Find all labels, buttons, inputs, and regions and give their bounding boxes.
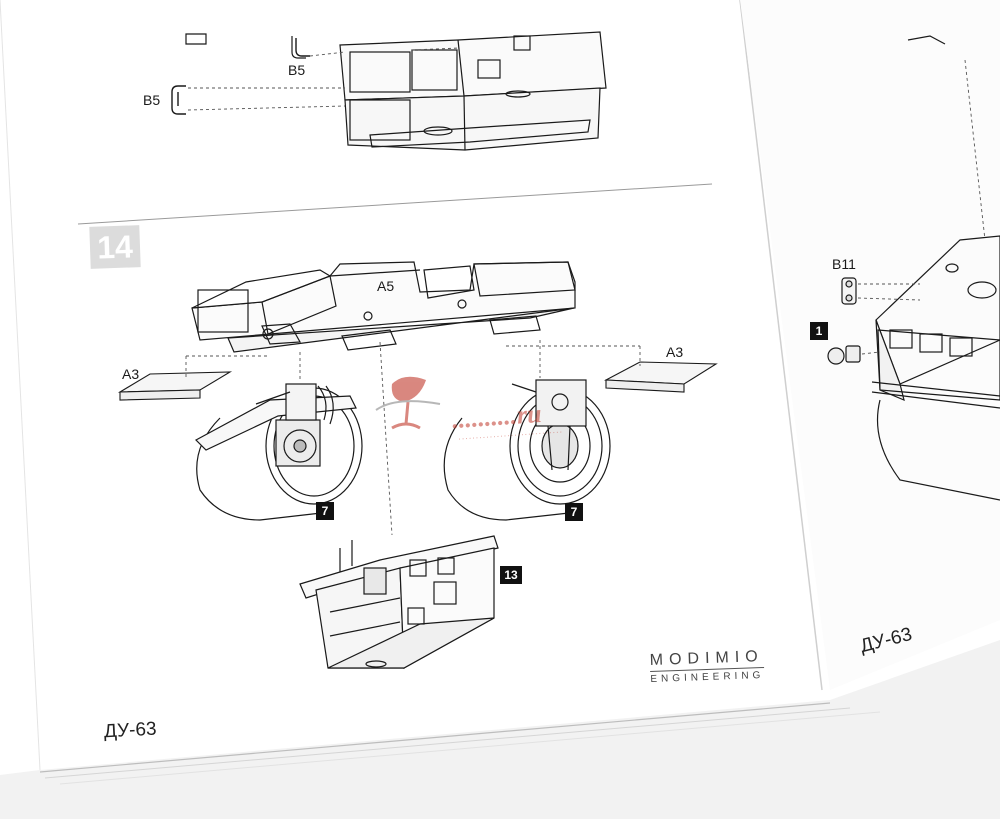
wine-glass-icon xyxy=(375,376,441,430)
part-badge-gearbox: 13 xyxy=(500,566,522,584)
model-name-left: ДУ-63 xyxy=(103,718,158,743)
part-label-a5: A5 xyxy=(377,278,395,294)
brand-logo: MODIMIO ENGINEERING xyxy=(649,648,765,685)
brand-name: MODIMIO xyxy=(649,648,765,672)
part-badge-drum-right: 7 xyxy=(565,503,583,521)
part-label-b5-upper: B5 xyxy=(288,62,306,78)
gearbox-13 xyxy=(299,535,499,669)
assembly-guides xyxy=(185,340,641,536)
page-stack-edge xyxy=(0,640,1000,819)
upper-box-assembly xyxy=(185,31,607,151)
part-badge-drum-left: 7 xyxy=(316,502,334,520)
step-number: 14 xyxy=(89,225,141,269)
b5-bracket-lower-icon xyxy=(171,85,186,115)
part-label-a3-left: A3 xyxy=(122,366,140,382)
b5-bracket-upper-icon xyxy=(295,38,310,57)
frame-a5 xyxy=(191,261,576,353)
spine-fold xyxy=(739,0,823,691)
part-label-a3-right: A3 xyxy=(666,344,684,360)
part-label-b5-lower: B5 xyxy=(143,92,161,108)
right-page xyxy=(740,0,1000,690)
step-divider xyxy=(77,183,713,225)
knob-part-icon xyxy=(827,345,861,365)
part-label-b11: B11 xyxy=(832,256,856,272)
right-page-assembly xyxy=(871,35,1000,501)
drum-left xyxy=(195,383,363,521)
b11-bracket-icon xyxy=(841,277,857,305)
drum-right xyxy=(443,379,611,521)
part-badge-step-part: 1 xyxy=(810,322,828,340)
